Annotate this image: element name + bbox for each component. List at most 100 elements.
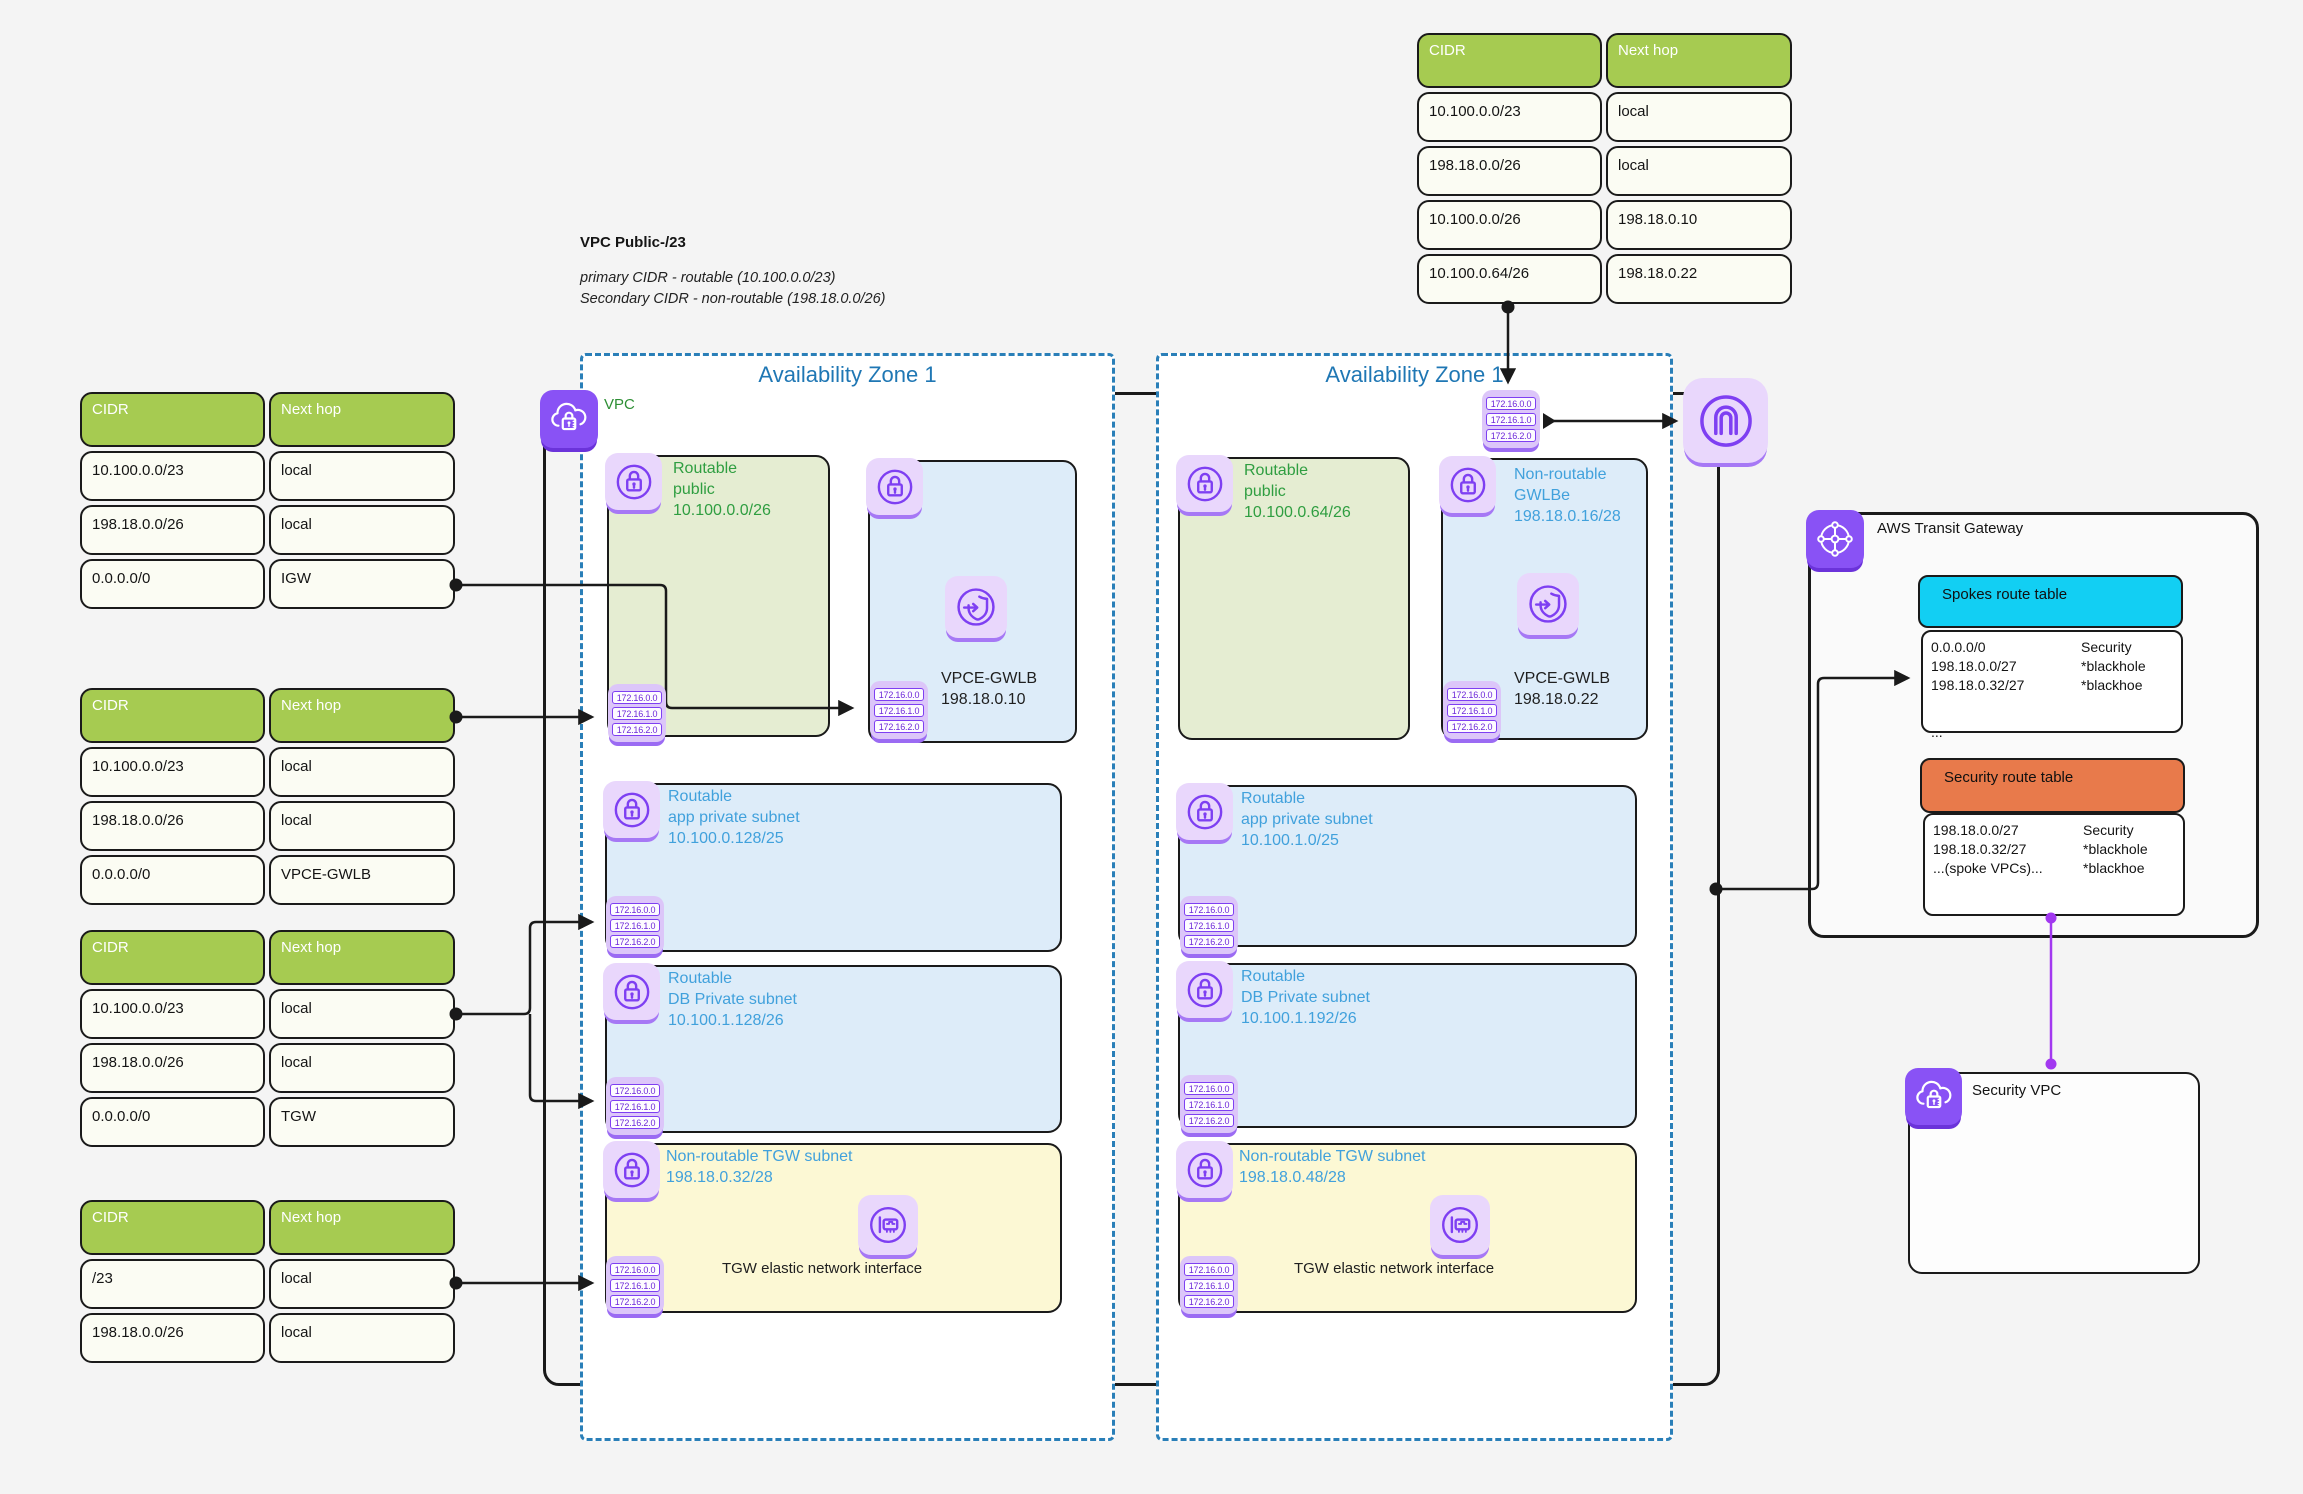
net-label: 172.16.2.0 (610, 934, 660, 948)
table-header-cidr: CIDR (80, 930, 265, 985)
security-row-cidr: ...(spoke VPCs)... (1933, 860, 2043, 876)
az2-app-l1: Routable (1241, 790, 1306, 807)
net-label: 172.16.2.0 (1184, 1294, 1234, 1308)
table-cell: 10.100.0.0/26 (1417, 200, 1602, 250)
table-cell: local (269, 451, 455, 501)
table-cell: local (269, 801, 455, 851)
table-cell: local (269, 1259, 455, 1309)
table-header-cidr: CIDR (80, 392, 265, 447)
net-label: 172.16.0.0 (1184, 902, 1234, 916)
az1-app-l1: Routable (668, 788, 733, 805)
az1-app-subnet (605, 783, 1062, 952)
table-cell: local (269, 989, 455, 1039)
vpc-note-line2: Secondary CIDR - non-routable (198.18.0.… (580, 291, 886, 307)
table-cell: 198.18.0.10 (1606, 200, 1792, 250)
vpc-label: VPC (604, 396, 635, 413)
net-labels-az2-vpce: 172.16.0.0 172.16.1.0 172.16.2.0 (1443, 681, 1501, 739)
az2-public-l2: public (1244, 483, 1286, 500)
table-cell: IGW (269, 559, 455, 609)
table-cell: 198.18.0.0/26 (80, 1313, 265, 1363)
net-label: 172.16.1.0 (612, 706, 662, 720)
transit-gateway-label: AWS Transit Gateway (1877, 520, 2024, 537)
az2-title: Availability Zone 1 (1325, 362, 1504, 387)
table-cell: 198.18.0.22 (1606, 254, 1792, 304)
table-cell: 198.18.0.0/26 (1417, 146, 1602, 196)
net-label: 172.16.1.0 (1184, 1278, 1234, 1292)
net-label: 172.16.1.0 (610, 1099, 660, 1113)
security-vpc-label: Security VPC (1972, 1082, 2062, 1099)
route-table-gwlbe: CIDR Next hop 10.100.0.0/23 local 198.18… (1417, 33, 1792, 304)
table-cell: 10.100.0.0/23 (80, 747, 265, 797)
net-label: 172.16.0.0 (610, 1083, 660, 1097)
net-label: 172.16.2.0 (610, 1115, 660, 1129)
table-header-cidr: CIDR (1417, 33, 1602, 88)
security-row-target: Security (2083, 822, 2134, 838)
net-label: 172.16.0.0 (610, 1262, 660, 1276)
az2-app-l2: app private subnet (1241, 811, 1373, 828)
table-cell: local (1606, 146, 1792, 196)
lock-icon (603, 781, 660, 838)
az2-db-l3: 10.100.1.192/26 (1241, 1010, 1357, 1027)
spokes-row-target: *blackhole (2081, 658, 2146, 674)
net-labels-az2-app: 172.16.0.0 172.16.1.0 172.16.2.0 (1180, 896, 1238, 954)
transit-gateway-icon (1806, 510, 1864, 568)
az1-vpce-ip: 198.18.0.10 (941, 691, 1026, 708)
az1-app-l3: 10.100.0.128/25 (668, 830, 784, 847)
net-label: 172.16.1.0 (610, 918, 660, 932)
table-cell: 198.18.0.0/26 (80, 801, 265, 851)
lock-icon (1176, 783, 1233, 840)
table-cell: 0.0.0.0/0 (80, 1097, 265, 1147)
az1-tgw-l1: Non-routable TGW subnet (666, 1148, 853, 1165)
table-cell: local (269, 505, 455, 555)
table-cell: 198.18.0.0/26 (80, 505, 265, 555)
net-labels-az1-db: 172.16.0.0 172.16.1.0 172.16.2.0 (606, 1077, 664, 1135)
az2-eni-caption: TGW elastic network interface (1293, 1260, 1495, 1277)
az1-tgw-subnet (605, 1143, 1062, 1313)
net-label: 172.16.1.0 (1184, 918, 1234, 932)
route-table-igw: CIDR Next hop 10.100.0.0/23 local 198.18… (80, 392, 455, 609)
az2-gwlbe-l1: Non-routable (1514, 466, 1607, 483)
az2-tgw-subnet (1178, 1143, 1637, 1313)
az2-db-l1: Routable (1241, 968, 1306, 985)
security-vpc-icon (1905, 1068, 1962, 1125)
az1-title: Availability Zone 1 (758, 362, 937, 387)
spokes-route-table-header: Spokes route table (1918, 575, 2183, 628)
net-label: 172.16.1.0 (1447, 703, 1497, 717)
internet-gateway-icon (1683, 378, 1768, 463)
lock-icon (603, 963, 660, 1020)
lock-icon (866, 458, 923, 515)
spokes-row-cidr: 198.18.0.0/27 (1931, 658, 2017, 674)
az2-vpce-ip: 198.18.0.22 (1514, 691, 1599, 708)
table-cell: 198.18.0.0/26 (80, 1043, 265, 1093)
net-label: 172.16.2.0 (874, 719, 924, 733)
table-cell: 0.0.0.0/0 (80, 855, 265, 905)
net-label: 172.16.0.0 (610, 902, 660, 916)
az1-public-l3: 10.100.0.0/26 (673, 502, 771, 519)
table-cell: VPCE-GWLB (269, 855, 455, 905)
security-row-cidr: 198.18.0.0/27 (1933, 822, 2019, 838)
net-label: 172.16.1.0 (1486, 412, 1536, 426)
lock-icon (603, 1141, 660, 1198)
vpce-shield-icon (1517, 573, 1579, 635)
net-label: 172.16.2.0 (1486, 428, 1536, 442)
table-header-nexthop: Next hop (269, 930, 455, 985)
az1-db-l2: DB Private subnet (668, 991, 797, 1008)
net-label: 172.16.2.0 (610, 1294, 660, 1308)
net-label: 172.16.2.0 (1447, 719, 1497, 733)
net-labels-az1-vpce: 172.16.0.0 172.16.1.0 172.16.2.0 (870, 681, 928, 739)
transit-gateway-box: AWS Transit Gateway Spokes route table 0… (1808, 512, 2259, 938)
net-label: 172.16.0.0 (1184, 1081, 1234, 1095)
lock-icon (1439, 456, 1496, 513)
az1-db-l1: Routable (668, 970, 733, 987)
az2-public-l1: Routable (1244, 462, 1309, 479)
az1-db-l3: 10.100.1.128/26 (668, 1012, 784, 1029)
table-cell: TGW (269, 1097, 455, 1147)
spokes-row-target: Security (2081, 639, 2132, 655)
az1-app-l2: app private subnet (668, 809, 800, 826)
az1-public-l1: Routable (673, 460, 738, 477)
table-cell: local (269, 1043, 455, 1093)
route-table-tgw-subnet: CIDR Next hop /23 local 198.18.0.0/26 lo… (80, 1200, 455, 1363)
az2-gwlbe-l3: 198.18.0.16/28 (1514, 508, 1621, 525)
